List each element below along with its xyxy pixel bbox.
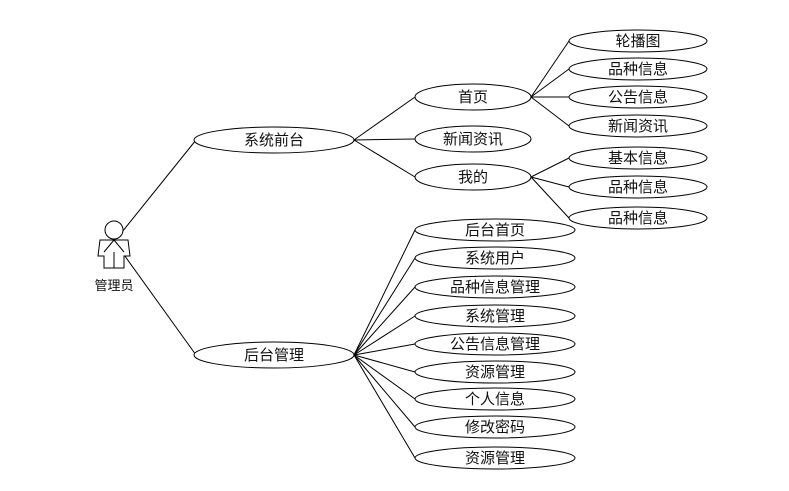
edge-line (353, 138, 416, 141)
edge-line (530, 157, 570, 178)
edge-line (353, 354, 416, 428)
node-system-user: 系统用户 (414, 246, 576, 270)
node-change-password: 修改密码 (414, 415, 576, 439)
edge-line (353, 139, 416, 178)
node-system-mgmt: 系统管理 (414, 304, 576, 328)
node-mine: 我的 (414, 163, 532, 191)
node-resource-mgmt-2: 资源管理 (414, 446, 576, 470)
node-basic-info-label: 基本信息 (608, 149, 668, 167)
node-backend: 后台管理 (193, 341, 355, 369)
node-system-front: 系统前台 (193, 126, 355, 154)
node-variety-info-1: 品种信息 (568, 57, 708, 81)
node-notice-info-label: 公告信息 (608, 88, 668, 106)
edge-line (353, 354, 416, 459)
node-resource-mgmt-2-label: 资源管理 (465, 449, 525, 467)
edge-line (121, 139, 197, 233)
node-variety-info-2-label: 品种信息 (608, 178, 668, 196)
edge-line (353, 286, 416, 356)
node-system-front-label: 系统前台 (244, 131, 304, 149)
edge-line (530, 176, 570, 188)
node-variety-info-3: 品种信息 (568, 206, 708, 230)
node-system-mgmt-label: 系统管理 (465, 307, 525, 325)
node-resource-mgmt-1: 资源管理 (414, 360, 576, 384)
node-variety-info-1-label: 品种信息 (608, 60, 668, 78)
node-resource-mgmt-1-label: 资源管理 (465, 363, 525, 381)
node-backend-label: 后台管理 (244, 346, 304, 364)
node-news: 新闻资讯 (414, 125, 532, 153)
node-system-user-label: 系统用户 (465, 249, 525, 267)
edge-line (353, 315, 416, 356)
actor: 管理员 (94, 220, 134, 294)
edge-line (530, 176, 570, 219)
edge-line (353, 354, 416, 400)
node-home-label: 首页 (458, 88, 488, 106)
edges (121, 40, 570, 459)
edge-line (530, 40, 570, 98)
edge-line (530, 96, 570, 127)
node-variety-mgmt: 品种信息管理 (414, 275, 576, 299)
edge-line (353, 96, 416, 141)
node-admin-home-label: 后台首页 (465, 221, 525, 239)
node-variety-info-2: 品种信息 (568, 175, 708, 199)
node-notice-info: 公告信息 (568, 85, 708, 109)
node-personal-info-label: 个人信息 (465, 390, 525, 408)
edge-line (353, 343, 416, 356)
node-variety-mgmt-label: 品种信息管理 (450, 278, 540, 296)
actor-label: 管理员 (94, 279, 133, 294)
node-notice-mgmt: 公告信息管理 (414, 332, 576, 356)
edge-line (353, 257, 416, 356)
node-home: 首页 (414, 83, 532, 111)
node-change-password-label: 修改密码 (465, 418, 525, 436)
node-mine-label: 我的 (458, 168, 488, 186)
node-notice-mgmt-label: 公告信息管理 (450, 335, 540, 353)
node-carousel-label: 轮播图 (615, 32, 660, 50)
edge-line (353, 229, 416, 356)
node-variety-info-3-label: 品种信息 (608, 209, 668, 227)
edge-line (121, 251, 197, 356)
person-icon (97, 220, 131, 269)
edge-line (353, 354, 416, 373)
node-carousel: 轮播图 (568, 29, 708, 53)
node-news-label: 新闻资讯 (443, 130, 503, 148)
node-personal-info: 个人信息 (414, 387, 576, 411)
node-news-info-label: 新闻资讯 (608, 117, 668, 135)
edge-line (530, 68, 570, 98)
node-admin-home: 后台首页 (414, 218, 576, 242)
node-basic-info: 基本信息 (568, 146, 708, 170)
node-news-info: 新闻资讯 (568, 114, 708, 138)
